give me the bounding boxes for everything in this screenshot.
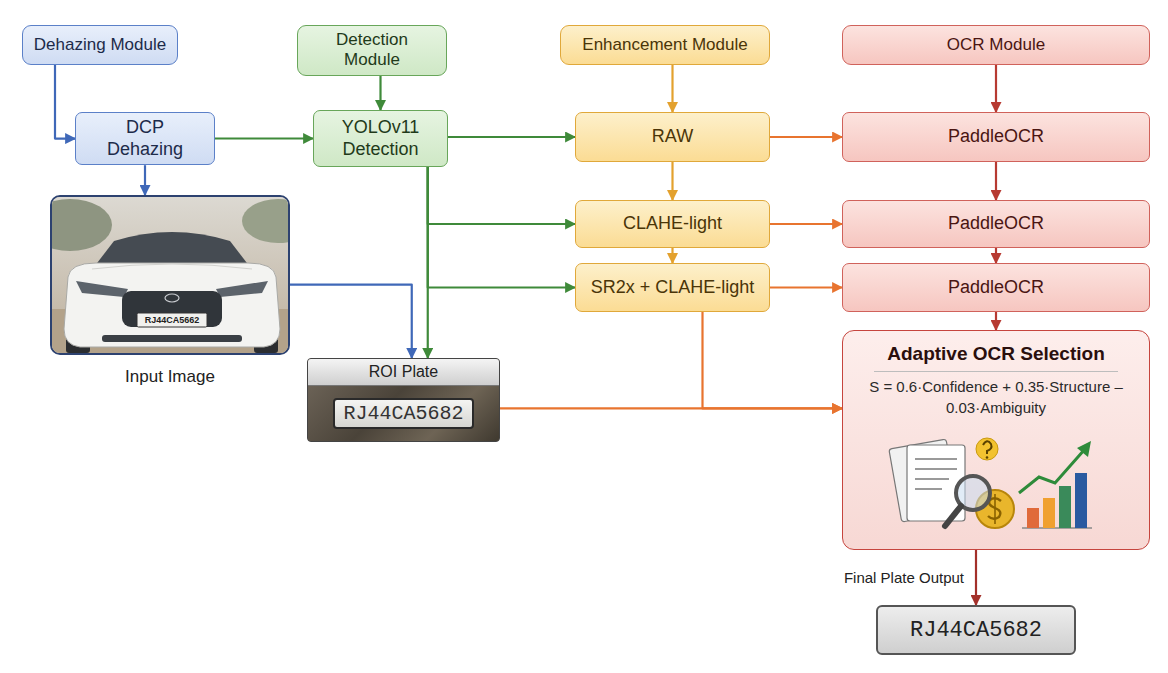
plate-text: RJ44CA5682 (333, 398, 473, 429)
flow-arrow (975, 550, 977, 605)
module-title: Enhancement Module (582, 35, 747, 55)
process-box: PaddleOCR (842, 263, 1150, 312)
roi-plate: ROI PlateRJ44CA5682 (307, 358, 500, 442)
flow-arrow (671, 248, 673, 263)
process-box: RAW (575, 112, 770, 162)
input-image: Input Image (50, 195, 290, 355)
process-box: PaddleOCR (842, 200, 1150, 248)
image-caption: Input Image (52, 367, 288, 387)
process-box: PaddleOCR (842, 112, 1150, 162)
process-label: SR2x + CLAHE-light (591, 277, 755, 299)
flow-arrow (995, 65, 997, 112)
plate-text: RJ44CA5682 (910, 618, 1042, 643)
module-title: OCR Module (947, 35, 1045, 55)
process-box: CLAHE-light (575, 200, 770, 248)
flow-arrow (144, 165, 146, 195)
flow-arrow (995, 162, 997, 200)
selection-title: Adaptive OCR Selection (887, 343, 1105, 365)
process-box: YOLOv11 Detection (313, 110, 448, 167)
flow-arrow (671, 65, 673, 112)
module-header: Detection Module (297, 25, 447, 76)
process-box: SR2x + CLAHE-light (575, 263, 770, 312)
flow-arrow (379, 76, 381, 110)
flow-arrow (215, 137, 313, 139)
flow-arrow (290, 285, 412, 358)
selection-box: Adaptive OCR Selection S = 0.6·Confidence… (842, 330, 1150, 550)
flow-arrow (448, 136, 575, 138)
flow-arrow (428, 167, 575, 288)
flow-arrow (671, 162, 673, 200)
flow-arrow (500, 407, 842, 409)
process-label: PaddleOCR (948, 213, 1044, 235)
flow-arrow (770, 223, 842, 225)
edge-label: Final Plate Output (842, 569, 966, 586)
module-header: OCR Module (842, 25, 1150, 65)
flow-arrow (703, 312, 843, 408)
flow-arrow (995, 248, 997, 263)
process-label: PaddleOCR (948, 126, 1044, 148)
module-header: Enhancement Module (560, 25, 770, 65)
process-label: PaddleOCR (948, 277, 1044, 299)
roi-title: ROI Plate (308, 359, 499, 386)
module-title: Dehazing Module (34, 35, 166, 55)
flow-arrow (427, 167, 429, 358)
divider-line (874, 371, 1119, 372)
module-header: Dehazing Module (22, 25, 178, 65)
process-label: RAW (652, 126, 693, 148)
flow-arrow (995, 312, 997, 330)
output-plate: RJ44CA5682 (876, 605, 1076, 655)
car-photo (52, 197, 288, 353)
flow-arrow (770, 136, 842, 138)
score-formula: S = 0.6·Confidence + 0.35·Structure – 0.… (861, 376, 1131, 418)
plate-text: RJ44CA5662 (137, 313, 207, 327)
process-label: YOLOv11 Detection (324, 117, 437, 160)
plate-photo: RJ44CA5682 (308, 386, 499, 441)
module-title: Detection Module (308, 30, 436, 71)
selection-icon (887, 431, 1107, 536)
process-box: DCP Dehazing (75, 112, 215, 165)
flow-arrow (770, 286, 842, 288)
process-label: CLAHE-light (623, 213, 722, 235)
photo-frame (52, 197, 288, 353)
process-label: DCP Dehazing (86, 117, 204, 160)
flow-arrow (55, 65, 75, 139)
flow-arrow (428, 167, 575, 224)
